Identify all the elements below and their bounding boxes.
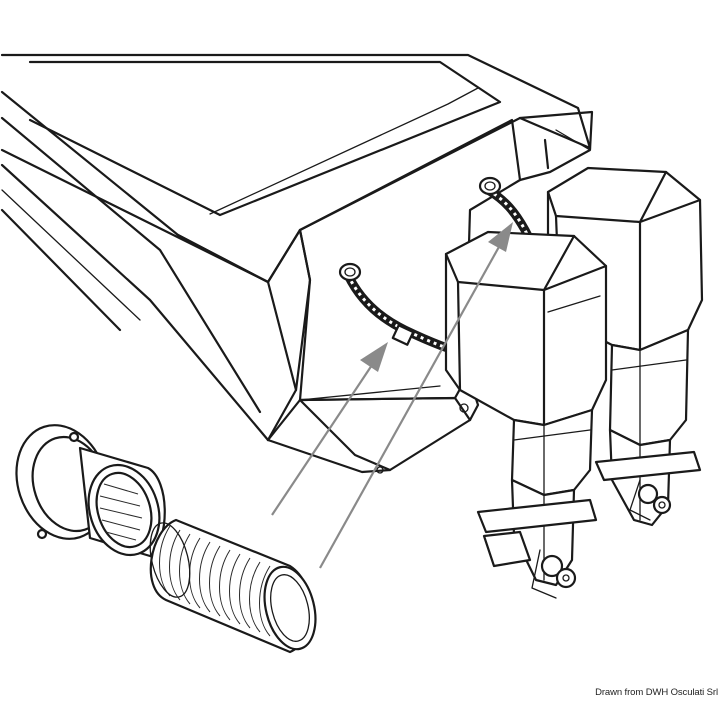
vent-flange xyxy=(15,424,166,558)
pointer-arrow-upper xyxy=(319,222,513,569)
drawing-credit: Drawn from DWH Osculati Srl xyxy=(595,687,718,698)
corrugated-hose xyxy=(149,518,317,654)
pointer-arrow-lower xyxy=(271,342,388,516)
outboard-engine-front xyxy=(444,230,608,599)
